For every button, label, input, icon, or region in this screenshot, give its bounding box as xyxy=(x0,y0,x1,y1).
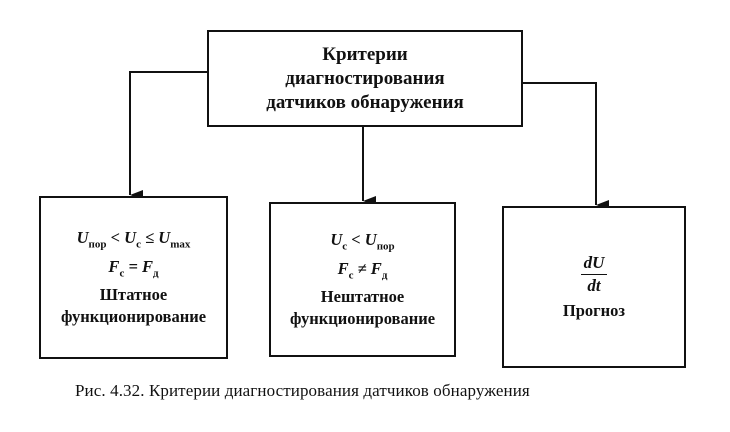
abnormal-frequency-condition: Fс ≠ Fд xyxy=(337,258,388,281)
forecast-label: Прогноз xyxy=(562,300,626,320)
normal-operation-label-line-2: функционирование xyxy=(60,306,207,326)
abnormal-operation-label-line-2: функционирование xyxy=(289,308,436,328)
diagnostic-criteria-box: Критерии диагностирования датчиков обнар… xyxy=(207,30,523,127)
abnormal-voltage-condition: Uс < Uпор xyxy=(330,230,395,253)
normal-operation-box: Uпор < Uс ≤ Umax Fс = Fд Штатное функцио… xyxy=(39,196,228,359)
root-title-line-1: Критерии xyxy=(322,43,408,65)
abnormal-operation-label-line-1: Нештатное xyxy=(320,286,405,306)
arrow-to-forecast xyxy=(523,82,609,210)
derivative-denominator: dt xyxy=(587,275,601,295)
derivative-numerator: dU xyxy=(580,253,608,275)
abnormal-operation-box: Uс < Uпор Fс ≠ Fд Нештатное функциониров… xyxy=(269,202,456,357)
arrow-to-normal-operation xyxy=(129,71,207,200)
normal-voltage-condition: Uпор < Uс ≤ Umax xyxy=(76,228,191,251)
derivative-formula: dU dt xyxy=(580,253,608,296)
figure-caption: Рис. 4.32. Критерии диагностирования дат… xyxy=(75,381,530,400)
forecast-box: dU dt Прогноз xyxy=(502,206,686,368)
root-title-line-2: диагностирования xyxy=(285,67,445,89)
root-title-line-3: датчиков обнаружения xyxy=(266,91,464,113)
normal-frequency-condition: Fс = Fд xyxy=(108,256,159,279)
normal-operation-label-line-1: Штатное xyxy=(99,284,168,304)
